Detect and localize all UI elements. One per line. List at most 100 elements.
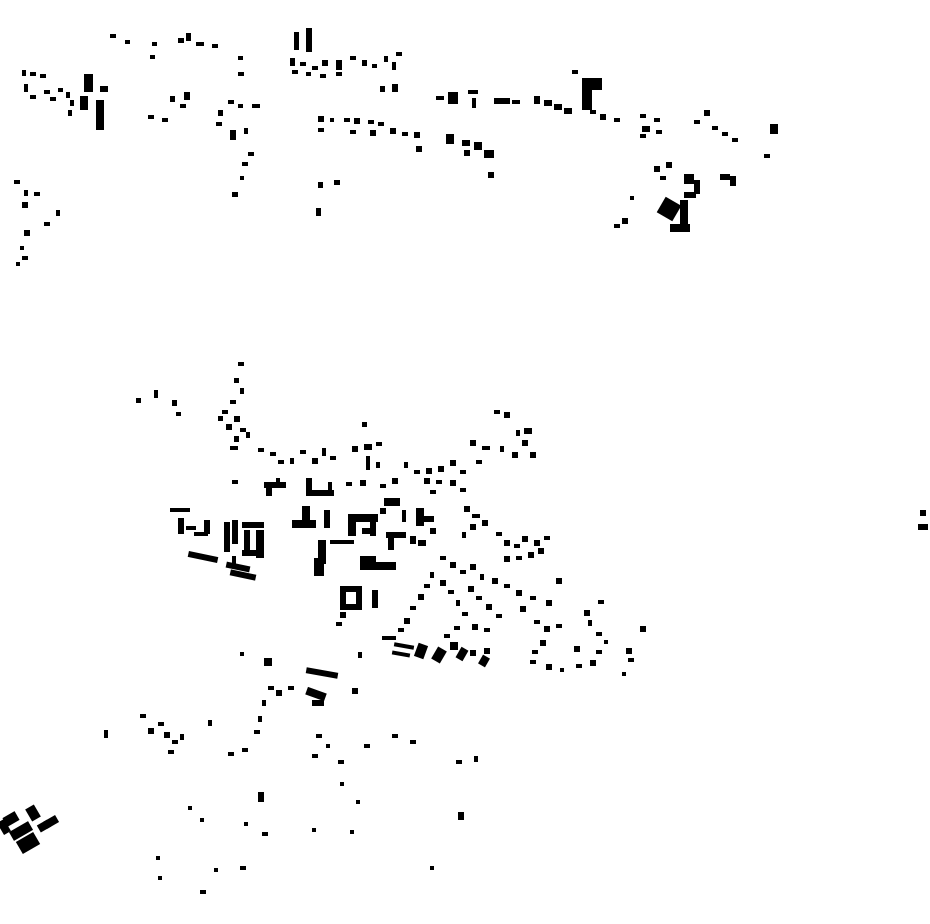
building [176,412,181,416]
building [234,378,239,383]
building [187,550,219,564]
building [722,132,728,136]
building [454,626,460,630]
building [362,60,367,66]
building [360,480,366,486]
building [468,90,478,94]
building [522,440,528,446]
building [460,470,466,474]
building [431,646,447,664]
building [230,130,236,140]
building [380,508,386,514]
building [240,388,244,394]
building [388,538,394,550]
building [22,256,28,260]
building [34,192,40,196]
building [24,190,28,196]
building [376,462,380,468]
building [426,468,432,474]
building [538,548,544,554]
building [440,556,446,560]
building [44,222,50,226]
building [448,590,454,594]
building [356,800,360,804]
building [308,490,334,496]
building [370,562,396,570]
building [154,390,158,398]
building [372,64,377,68]
building [370,520,376,536]
building [596,632,602,636]
building [266,486,272,496]
building [242,522,264,528]
building [486,604,492,610]
building [218,110,223,116]
building [136,398,141,403]
building [312,700,324,706]
building [670,224,690,232]
building [84,74,93,92]
building [430,528,436,534]
building [474,142,482,150]
building [642,126,650,132]
building [476,460,482,464]
building [264,482,286,488]
building [364,744,370,748]
building [224,522,230,552]
building [626,648,632,654]
building [590,110,596,114]
building [350,56,356,60]
building [546,664,552,670]
building [484,648,490,654]
building [582,78,602,90]
building [158,876,162,880]
building [184,92,190,100]
building [480,574,484,580]
building [530,596,536,600]
building [384,498,400,506]
south-scattered-cluster [0,686,478,894]
building [472,624,478,630]
building [680,200,688,224]
building [640,134,646,138]
building [300,62,306,66]
building [232,192,238,197]
building [228,100,234,104]
building [684,192,696,198]
building [156,856,160,860]
building [654,118,660,122]
building [532,650,538,654]
building [576,664,582,668]
building [196,42,204,46]
building [410,740,416,744]
building [222,410,228,414]
north-cluster [14,28,778,266]
building [470,440,476,446]
building [270,452,276,456]
building [356,514,378,522]
building [572,70,578,74]
building [476,596,482,600]
building [530,660,536,664]
building [316,208,321,216]
building [186,526,196,530]
building [430,572,434,578]
building [350,130,356,134]
building [230,446,238,450]
building [306,28,312,52]
building [402,510,406,522]
building [246,432,250,438]
building [186,33,191,41]
building [110,34,116,38]
building [350,830,354,834]
east-isolated-buildings [918,510,928,530]
building [320,74,326,78]
building [56,210,60,216]
building [288,686,294,690]
building [456,600,460,606]
building [348,514,356,536]
building [918,524,928,530]
building [305,686,327,702]
building [418,594,424,600]
